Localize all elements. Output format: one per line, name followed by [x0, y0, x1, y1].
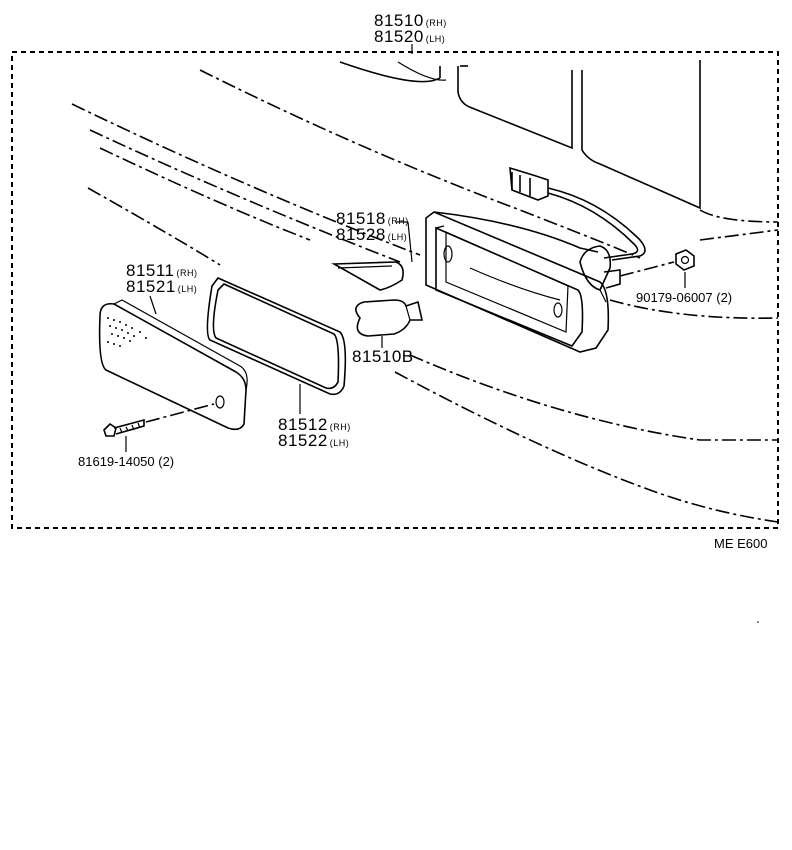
diagram-code: ME E600: [714, 536, 767, 551]
bulb-icon: [355, 299, 423, 348]
label-bulb: 81510B: [352, 347, 414, 366]
label-nut: 90179-06007 (2): [636, 290, 732, 305]
label-reflector: 81518(RH) 81528(LH): [336, 209, 409, 244]
label-assy: 81510(RH) 81520(LH): [374, 11, 447, 46]
label-gasket: 81512(RH) 81522(LH): [278, 415, 351, 450]
label-screw: 81619-14050 (2): [78, 454, 174, 469]
gasket-icon: [206, 277, 347, 414]
lamp-housing: [425, 211, 621, 353]
stray-dot: [757, 621, 759, 623]
svg-text:81510(RH): 81510(RH): [374, 11, 447, 30]
lens-texture: [107, 317, 147, 347]
svg-text:81528(LH): 81528(LH): [336, 225, 407, 244]
svg-text:81521(LH): 81521(LH): [126, 277, 197, 296]
connector-icon: [509, 166, 549, 201]
boundary-box: [11, 51, 779, 529]
vehicle-body-contours: [71, 69, 779, 523]
window-panel: [339, 60, 779, 223]
screw-icon: [103, 403, 215, 452]
svg-text:81511(RH): 81511(RH): [126, 261, 198, 280]
svg-text:81512(RH): 81512(RH): [278, 415, 351, 434]
label-lens: 81511(RH) 81521(LH): [126, 261, 198, 296]
wire-harness: [509, 166, 646, 261]
svg-text:81522(LH): 81522(LH): [278, 431, 349, 450]
svg-text:81518(RH): 81518(RH): [336, 209, 409, 228]
svg-text:81520(LH): 81520(LH): [374, 27, 445, 46]
nut-icon: [619, 249, 695, 288]
reflector-icon: [331, 221, 413, 291]
lens-icon: [98, 295, 248, 431]
